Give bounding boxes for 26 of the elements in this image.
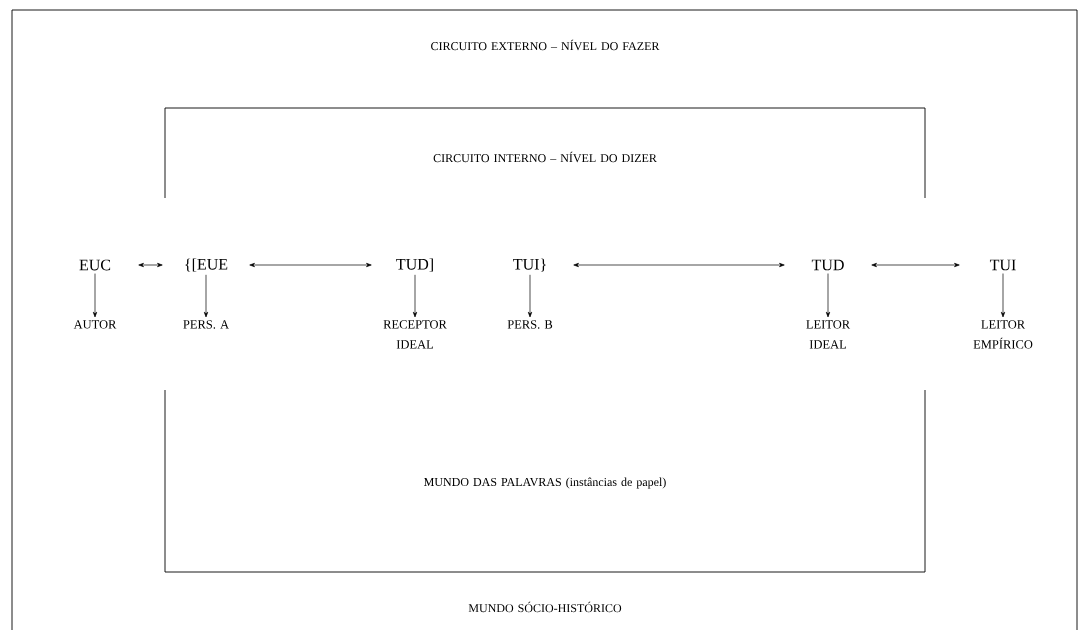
heading: MUNDO DAS PALAVRAS (instâncias de papel): [424, 477, 666, 489]
heading: CIRCUITO INTERNO – NÍVEL DO DIZER: [433, 151, 657, 163]
arrow: [527, 274, 533, 318]
arrow: [871, 262, 960, 268]
arrow: [138, 262, 163, 268]
term-label: TUD: [811, 259, 844, 271]
arrow: [825, 273, 831, 318]
heading: MUNDO SÓCIO-HISTÓRICO: [468, 601, 622, 613]
term-label: EUC: [79, 259, 111, 271]
role-label: PERS. A: [183, 320, 229, 329]
role-label: RECEPTOR IDEAL: [383, 320, 447, 349]
heading: CIRCUITO EXTERNO – NÍVEL DO FAZER: [431, 39, 660, 51]
role-label: LEITOR IDEAL: [806, 320, 851, 349]
term-label: TUD]: [396, 258, 433, 272]
role-label: PERS. B: [507, 320, 553, 329]
term-label: TUI: [989, 259, 1016, 271]
arrow: [92, 273, 98, 318]
term-label: {[EUE: [185, 258, 228, 272]
arrow: [1000, 273, 1006, 318]
arrow: [203, 274, 209, 318]
arrow: [573, 262, 785, 268]
term-label: TUI}: [513, 258, 546, 272]
role-label: LEITOR EMPÍRICO: [973, 320, 1033, 349]
role-label: AUTOR: [73, 320, 117, 329]
arrow: [249, 262, 372, 268]
arrow: [412, 274, 418, 318]
